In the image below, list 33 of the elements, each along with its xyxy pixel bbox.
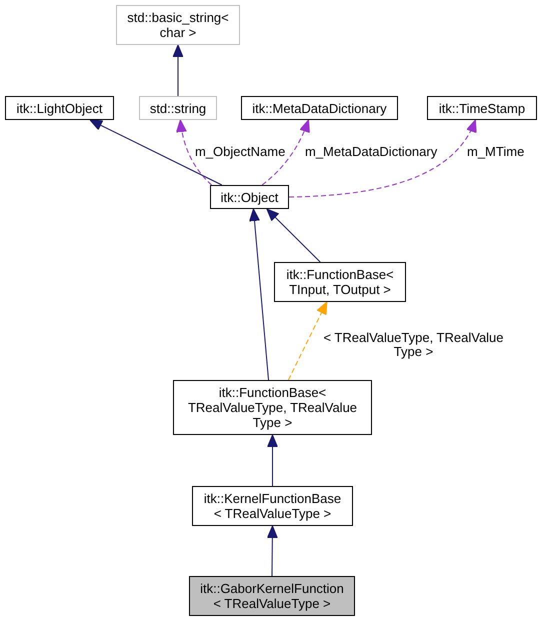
class-name: itk::GaborKernelFunction < TRealValueType >	[199, 581, 345, 611]
dashed-arrow	[176, 120, 212, 186]
class-box	[274, 262, 406, 302]
dashed-arrow	[262, 120, 310, 186]
arrow	[249, 208, 270, 380]
class-box	[189, 576, 355, 616]
class-box	[173, 380, 372, 435]
class-box	[210, 185, 289, 209]
edge-label: m_MetaDataDictionary	[305, 145, 438, 159]
dashed-arrow	[288, 302, 328, 380]
class-box	[192, 486, 353, 526]
class-name: itk::TimeStamp	[438, 100, 526, 116]
dashed-arrow	[288, 120, 476, 198]
edge-label: m_MTime	[467, 145, 524, 159]
edge-label: m_ObjectName	[195, 145, 286, 159]
class-name: itk::FunctionBase< TInput, TOutput >	[285, 267, 395, 297]
class-name: itk::Object	[220, 190, 278, 204]
arrow	[266, 208, 321, 262]
class-name: itk::FunctionBase< TRealValueType, TRealValue Type >	[186, 385, 358, 430]
class-name: std::basic_string< char >	[126, 10, 230, 40]
arrow	[90, 120, 222, 186]
class-name: itk::KernelFunctionBase < TRealValueType >	[202, 491, 342, 521]
class-name: std::string	[150, 100, 206, 116]
class-name: itk::LightObject	[16, 100, 102, 116]
class-box	[116, 5, 240, 45]
class-box	[427, 96, 537, 120]
class-box	[241, 96, 398, 120]
class-box	[139, 96, 217, 120]
class-name: itk::MetaDataDictionary	[252, 100, 387, 116]
arrow	[172, 44, 184, 96]
arrow	[267, 434, 278, 486]
arrow	[266, 526, 278, 576]
class-box	[5, 96, 114, 120]
